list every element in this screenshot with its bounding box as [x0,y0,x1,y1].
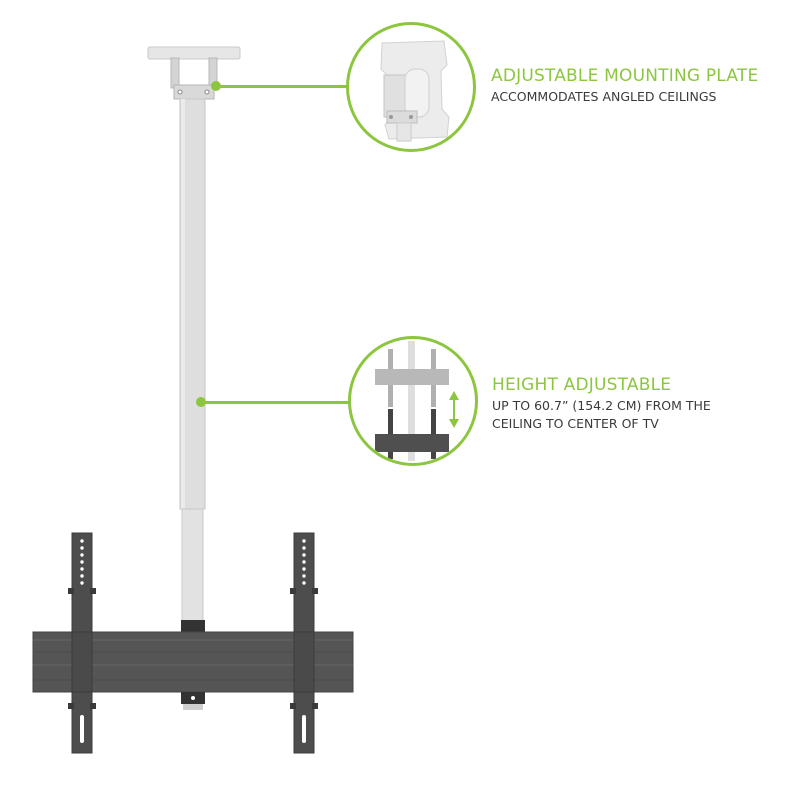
feature-title: HEIGHT ADJUSTABLE [492,375,672,395]
height-adjust-detail-image [348,336,478,466]
callout-dot [211,81,221,91]
leader-line [215,85,349,88]
height-adjust-icon [375,341,459,461]
mounting-plate-detail-image [346,22,476,152]
leader-line [201,401,351,404]
mounting-plate-icon [380,40,450,142]
callout-dot [196,397,206,407]
feature-description-line-2: CEILING TO CENTER OF TV [492,416,659,431]
feature-title: ADJUSTABLE MOUNTING PLATE [491,66,759,86]
feature-description: ACCOMMODATES ANGLED CEILINGS [491,89,717,104]
feature-description-line-1: UP TO 60.7” (154.2 CM) FROM THE [492,398,711,413]
